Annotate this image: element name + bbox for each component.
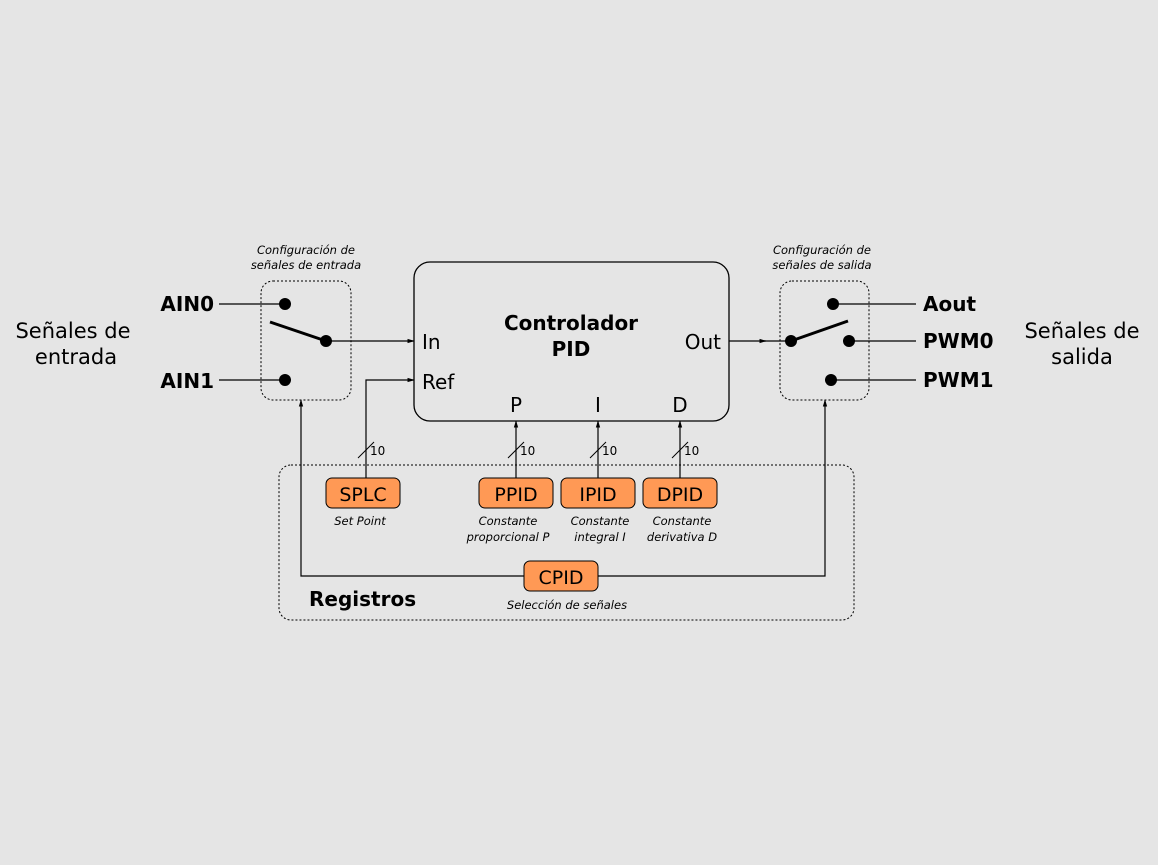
input-config-label-line1: Configuración de (257, 243, 355, 257)
bus-width-i: 10 (602, 444, 617, 458)
output-switch-lever (790, 319, 849, 343)
port-p-label: P (510, 393, 522, 417)
input-group-label-line1: Señales de (15, 319, 130, 343)
controller-title-line1: Controlador (504, 311, 638, 335)
cpid-to-input-switch-wire (298, 399, 524, 577)
register-ppid-desc-line2: proporcional P (466, 530, 550, 544)
signal-pwm1: PWM1 (923, 368, 994, 392)
register-dpid-desc-line2: derivativa D (647, 530, 717, 544)
port-in-label: In (422, 330, 441, 354)
aout-terminal (827, 298, 839, 310)
port-out-label: Out (685, 330, 721, 354)
register-ipid-desc-line1: Constante (571, 514, 630, 528)
register-ppid: PPID (478, 477, 554, 509)
input-group-label-line2: entrada (35, 345, 117, 369)
signal-ain0: AIN0 (160, 292, 214, 316)
register-ipid: IPID (560, 477, 636, 509)
register-ipid-desc-line2: integral I (574, 530, 626, 544)
register-splc: SPLC (325, 477, 401, 509)
input-switch-lever (269, 320, 327, 343)
output-config-label-line1: Configuración de (773, 243, 871, 257)
bus-slash-splc (357, 441, 375, 459)
bus-slash-p (507, 441, 525, 459)
output-config-label-line2: señales de salida (772, 258, 871, 272)
register-ppid-name: PPID (494, 484, 537, 506)
signal-aout: Aout (923, 292, 976, 316)
register-cpid-desc: Selección de señales (507, 598, 627, 612)
port-ref-label: Ref (422, 370, 455, 394)
bus-slash-i (589, 441, 607, 459)
port-i-label: I (595, 393, 601, 417)
pwm0-terminal (843, 335, 855, 347)
port-d-label: D (672, 393, 687, 417)
register-dpid-desc-line1: Constante (653, 514, 712, 528)
register-dpid: DPID (642, 477, 718, 509)
bus-width-d: 10 (684, 444, 699, 458)
registers-title: Registros (309, 587, 416, 611)
controller-title-line2: PID (552, 337, 591, 361)
ain1-terminal (279, 374, 291, 386)
signal-ain1: AIN1 (160, 369, 214, 393)
cpid-to-output-switch-wire (598, 399, 828, 577)
register-cpid: CPID (523, 560, 599, 592)
ain0-terminal (279, 298, 291, 310)
output-group-label-line2: salida (1051, 345, 1113, 369)
bus-width-p: 10 (520, 444, 535, 458)
input-config-label-line2: señales de entrada (251, 258, 361, 272)
register-splc-name: SPLC (339, 484, 386, 506)
register-cpid-name: CPID (539, 567, 584, 589)
output-group-label-line1: Señales de (1024, 319, 1139, 343)
bus-width-splc: 10 (370, 444, 385, 458)
bus-slash-d (671, 441, 689, 459)
ref-wire (365, 377, 415, 478)
register-ppid-desc-line1: Constante (479, 514, 538, 528)
pwm1-terminal (825, 374, 837, 386)
register-splc-desc: Set Point (334, 514, 386, 528)
register-ipid-name: IPID (579, 484, 616, 506)
signal-pwm0: PWM0 (923, 329, 994, 353)
register-dpid-name: DPID (657, 484, 703, 506)
